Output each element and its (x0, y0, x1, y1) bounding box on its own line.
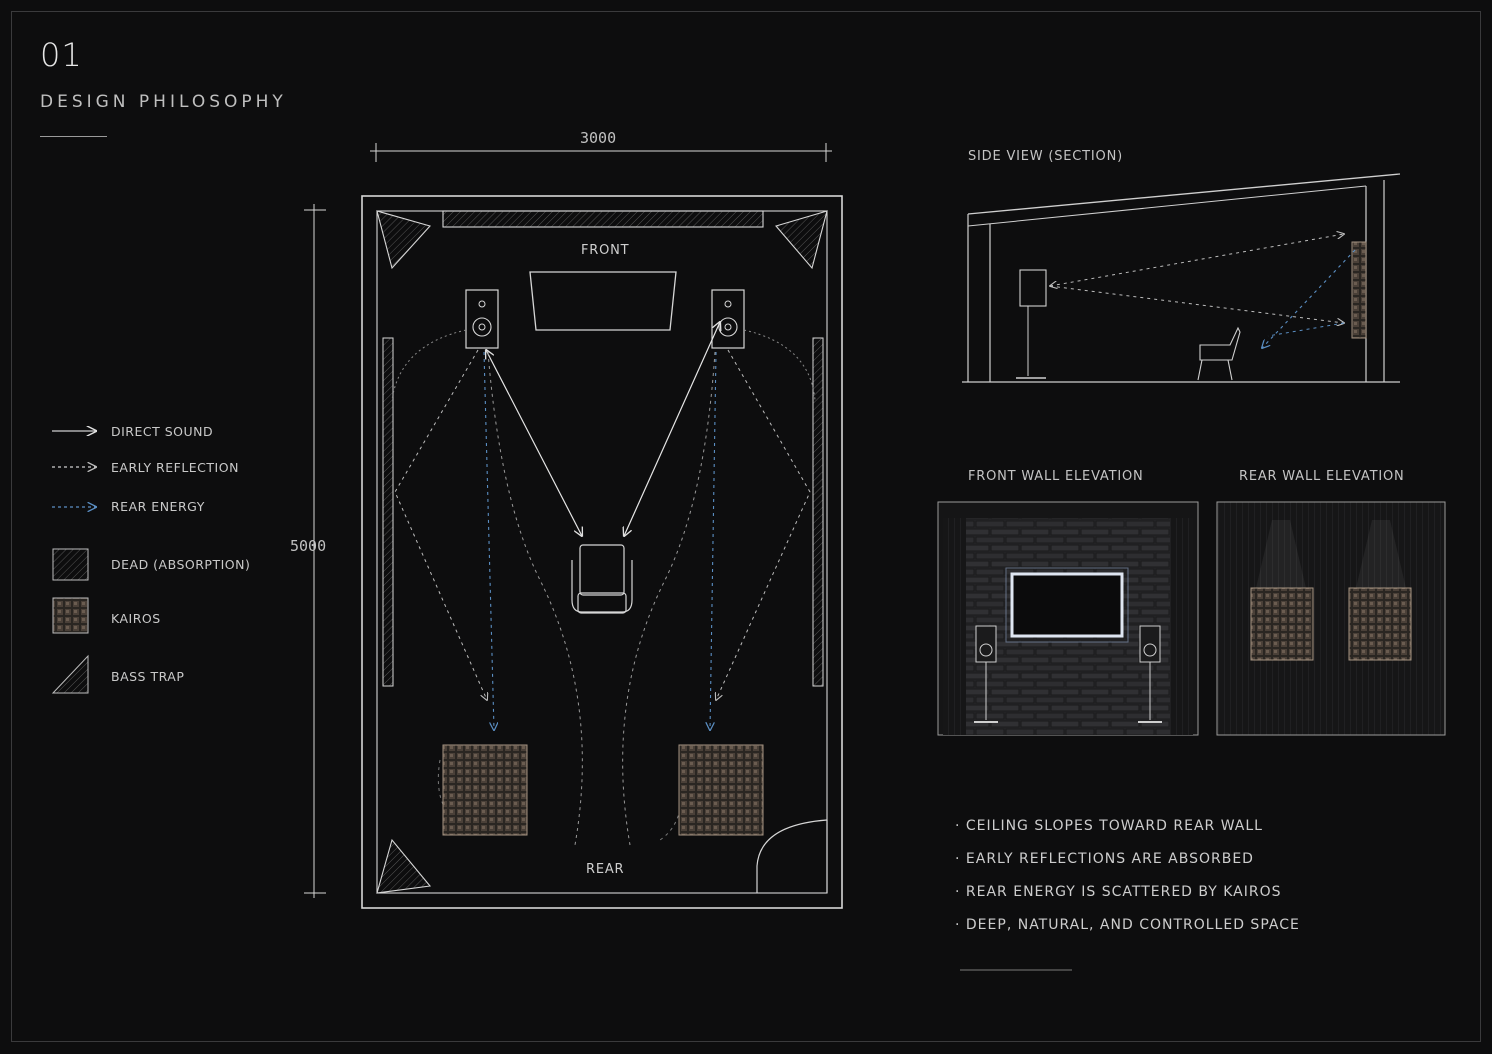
bass-trap-front-left (376, 210, 432, 270)
legend-kairos-label: KAIROS (111, 611, 161, 626)
right-side-panel (812, 337, 824, 687)
side-speaker (1016, 269, 1047, 379)
width-dimension: 3000 (580, 129, 617, 147)
rear-kairos-right (1348, 587, 1412, 661)
legend-direct-label: DIRECT SOUND (111, 424, 214, 439)
side-kairos (1351, 241, 1367, 339)
legend-rear-label: REAR ENERGY (111, 499, 205, 514)
kairos-diffuser-left (442, 744, 528, 836)
front-wall-caption: FRONT WALL ELEVATION (968, 469, 1144, 484)
speaker-left (465, 289, 499, 349)
front-absorber-panel (442, 210, 764, 228)
sheet-title: DESIGN PHILOSOPHY (40, 92, 287, 112)
front-screen (1010, 572, 1124, 638)
side-view-section (962, 173, 1401, 383)
legend (51, 431, 96, 694)
listening-chair (571, 544, 633, 614)
sloped-ceiling (967, 173, 1401, 215)
screen (529, 271, 677, 331)
sheet-number: 01 (40, 36, 83, 74)
room-outer-wall (361, 195, 843, 909)
sheet-border (11, 11, 1481, 1042)
legend-early-label: EARLY REFLECTION (111, 460, 239, 475)
height-dimension: 5000 (290, 537, 327, 555)
direct-sound-right (624, 322, 720, 536)
note-3: · REAR ENERGY IS SCATTERED BY KAIROS (955, 884, 1282, 900)
front-speaker-right (1138, 625, 1162, 723)
rear-label: REAR (586, 862, 625, 877)
early-reflection-left (394, 349, 487, 700)
legend-dead-label: DEAD (ABSORPTION) (111, 557, 251, 572)
speaker-right (711, 289, 745, 349)
floor-plan (304, 143, 843, 909)
direct-sound-left (486, 350, 582, 536)
title-underline (40, 136, 107, 137)
kairos-diffuser-right (678, 744, 764, 836)
left-side-panel (382, 337, 394, 687)
front-speaker-left (974, 625, 998, 723)
bass-trap-rear-left (376, 838, 432, 894)
front-wall-elevation (937, 501, 1199, 736)
rear-kairos-left (1250, 587, 1314, 661)
bass-trap-front-right (775, 210, 828, 270)
note-1: · CEILING SLOPES TOWARD REAR WALL (955, 818, 1263, 834)
rear-wall-caption: REAR WALL ELEVATION (1239, 469, 1405, 484)
legend-bass-trap-swatch (51, 654, 89, 694)
rear-wall-elevation (1216, 501, 1446, 736)
rear-energy-right (710, 351, 717, 730)
rear-energy-left (483, 351, 494, 730)
note-2: · EARLY REFLECTIONS ARE ABSORBED (955, 851, 1254, 867)
front-label: FRONT (581, 243, 630, 258)
legend-dead-swatch (52, 548, 89, 581)
legend-kairos-swatch (52, 597, 89, 634)
legend-bass-label: BASS TRAP (111, 669, 185, 684)
early-reflection-right (716, 349, 811, 700)
note-4: · DEEP, NATURAL, AND CONTROLLED SPACE (955, 917, 1300, 933)
door (756, 819, 828, 893)
side-chair (1197, 326, 1241, 381)
side-view-caption: SIDE VIEW (SECTION) (968, 149, 1123, 164)
